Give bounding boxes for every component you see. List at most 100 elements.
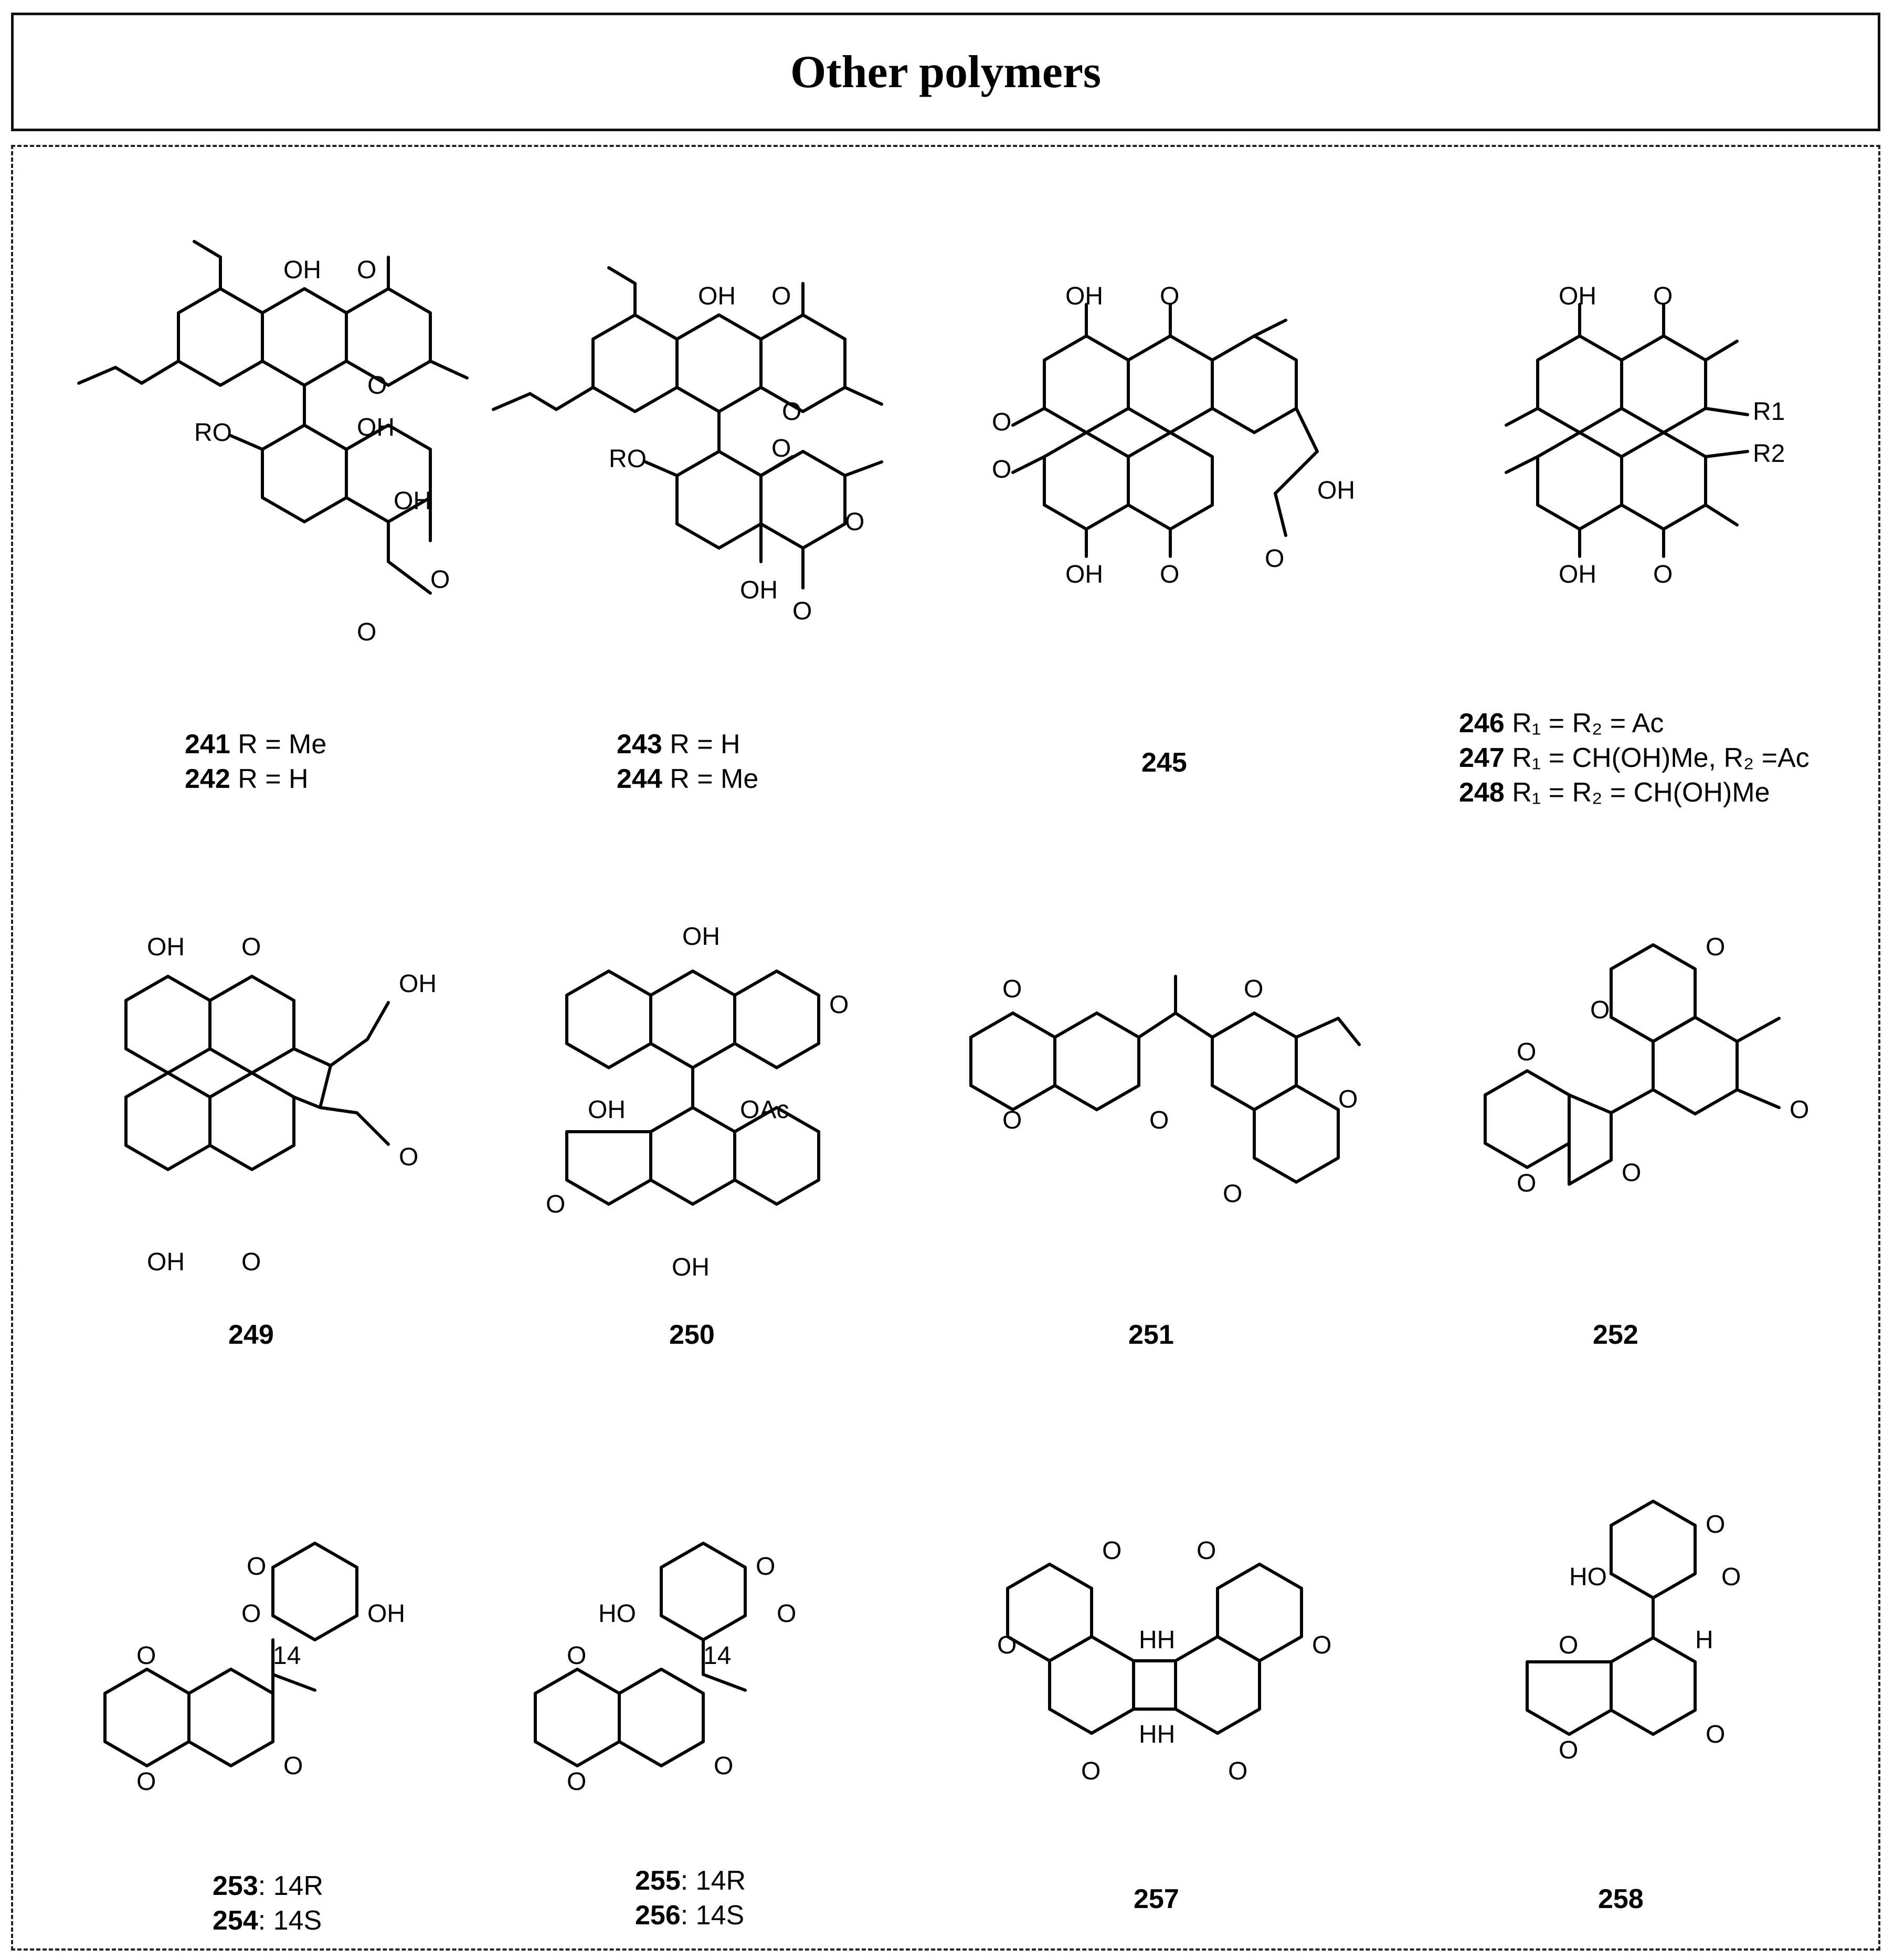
atom-label-o: O <box>1622 1159 1641 1187</box>
caption-250: 250 <box>669 1320 715 1350</box>
atom-label-o: O <box>136 1642 156 1670</box>
structure-250: OH O OH OAc O OH <box>546 923 849 1281</box>
caption-241: 241 R = Me 242 R = H <box>185 729 327 794</box>
caption-246: 246 R₁ = R₂ = Ac 247 R₁ = CH(OH)Me, R₂ =… <box>1459 708 1810 808</box>
atom-label-o: O <box>782 398 801 426</box>
atom-label-oh: OH <box>399 970 437 998</box>
atom-label-r1: R1 <box>1753 398 1785 426</box>
caption-249: 249 <box>228 1320 274 1350</box>
atom-label-o: O <box>1559 1736 1578 1764</box>
atom-label-oh: OH <box>1065 561 1103 588</box>
atom-label-o: O <box>771 282 791 310</box>
atom-label-o: O <box>241 1600 261 1628</box>
atom-label-oh: OH <box>588 1096 626 1124</box>
atom-label-o: O <box>1081 1757 1101 1785</box>
structure-246: OH O R1 R2 OH O <box>1505 282 1785 588</box>
atom-label-o: O <box>1338 1086 1358 1113</box>
caption-251: 251 <box>1128 1320 1174 1350</box>
atom-label-ho: HO <box>598 1600 636 1628</box>
atom-label-o: O <box>1517 1169 1536 1197</box>
caption-257: 257 <box>1134 1884 1179 1914</box>
structure-245: OH O O O OH O OH O <box>992 282 1355 588</box>
structure-258: O HO O H O O O <box>1526 1500 1741 1764</box>
atom-label-oh: OH <box>394 487 431 515</box>
caption-243: 243 R = H 244 R = Me <box>617 729 759 794</box>
atom-label-o: O <box>1228 1757 1247 1785</box>
atom-label-o: O <box>1653 282 1673 310</box>
caption-253: 253: 14R 254: 14S <box>213 1871 324 1936</box>
atom-label-oh: OH <box>147 1248 185 1276</box>
atom-label-h: H <box>1695 1626 1713 1654</box>
atom-label-o: O <box>1002 975 1022 1003</box>
structure-241: OH O O RO OH OH O O <box>77 240 469 646</box>
atom-label-o: O <box>992 456 1011 483</box>
structure-252: O O O O O O <box>1484 933 1809 1197</box>
structure-249: OH O OH O OH O <box>124 933 437 1276</box>
atom-label-o: O <box>1706 1511 1725 1539</box>
atom-label-o: O <box>1160 561 1179 588</box>
atom-label-hh: HH <box>1139 1626 1175 1654</box>
atom-label-o: O <box>367 372 387 399</box>
atom-label-o: O <box>845 508 864 536</box>
atom-label-o: O <box>247 1553 266 1580</box>
atom-label-o: O <box>756 1553 775 1580</box>
atom-label-o: O <box>1160 282 1179 310</box>
atom-label-o: O <box>1790 1096 1809 1124</box>
caption-258: 258 <box>1598 1884 1644 1914</box>
caption-252: 252 <box>1593 1320 1638 1350</box>
atom-label-o: O <box>771 435 791 462</box>
atom-label-o: O <box>241 933 261 961</box>
atom-label-oh: OH <box>1065 282 1103 310</box>
atom-label-o: O <box>1653 561 1673 588</box>
atom-label-o: O <box>792 597 812 625</box>
atom-label-o: O <box>1706 933 1725 961</box>
atom-label-oh: OH <box>367 1600 405 1628</box>
atom-label-o: O <box>1706 1721 1725 1748</box>
atom-label-o: O <box>1102 1537 1121 1565</box>
atom-label-c14: 14 <box>273 1642 301 1670</box>
structure-253: O O OH 14 O O O <box>103 1542 405 1796</box>
atom-label-o: O <box>997 1631 1017 1659</box>
atom-label-o: O <box>241 1248 261 1276</box>
structure-243: OH O O RO O O OH O <box>492 266 883 625</box>
atom-label-r2: R2 <box>1753 440 1785 468</box>
atom-label-o: O <box>1265 545 1284 573</box>
atom-label-oh: OH <box>147 933 185 961</box>
structure-251: O O O O O O <box>969 975 1361 1208</box>
atom-label-hh: HH <box>1139 1721 1175 1748</box>
atom-label-o: O <box>567 1642 586 1670</box>
structure-255: O HO O 14 O O O <box>534 1542 796 1796</box>
structures-panel <box>11 145 1880 1951</box>
atom-label-c14: 14 <box>703 1642 731 1670</box>
atom-label-oh: OH <box>1317 477 1355 504</box>
atom-label-o: O <box>283 1752 303 1780</box>
atom-label-oac: OAc <box>740 1096 789 1124</box>
atom-label-o: O <box>546 1190 565 1218</box>
atom-label-oh: OH <box>672 1253 710 1281</box>
atom-label-o: O <box>992 408 1011 436</box>
atom-label-oh: OH <box>283 256 321 284</box>
caption-255: 255: 14R 256: 14S <box>635 1866 746 1931</box>
atom-label-o: O <box>1559 1631 1578 1659</box>
atom-label-o: O <box>399 1143 418 1171</box>
structure-257: O O O O HH HH O O <box>997 1537 1331 1785</box>
atom-label-oh: OH <box>357 414 395 441</box>
atom-label-ro: RO <box>609 445 647 473</box>
atom-label-o: O <box>1721 1563 1741 1591</box>
atom-label-o: O <box>1590 996 1610 1024</box>
atom-label-o: O <box>136 1768 156 1796</box>
atom-label-o: O <box>430 566 450 594</box>
atom-label-o: O <box>357 618 376 646</box>
atom-label-oh: OH <box>1559 282 1596 310</box>
atom-label-o: O <box>714 1752 733 1780</box>
atom-label-o: O <box>829 991 849 1019</box>
atom-label-o: O <box>777 1600 796 1628</box>
atom-label-o: O <box>357 256 376 284</box>
atom-label-oh: OH <box>1559 561 1596 588</box>
caption-245: 245 <box>1141 747 1187 778</box>
atom-label-o: O <box>1517 1038 1536 1066</box>
atom-label-o: O <box>1197 1537 1216 1565</box>
atom-label-o: O <box>1149 1107 1169 1134</box>
atom-label-oh: OH <box>740 576 778 604</box>
atom-label-ho: HO <box>1569 1563 1607 1591</box>
